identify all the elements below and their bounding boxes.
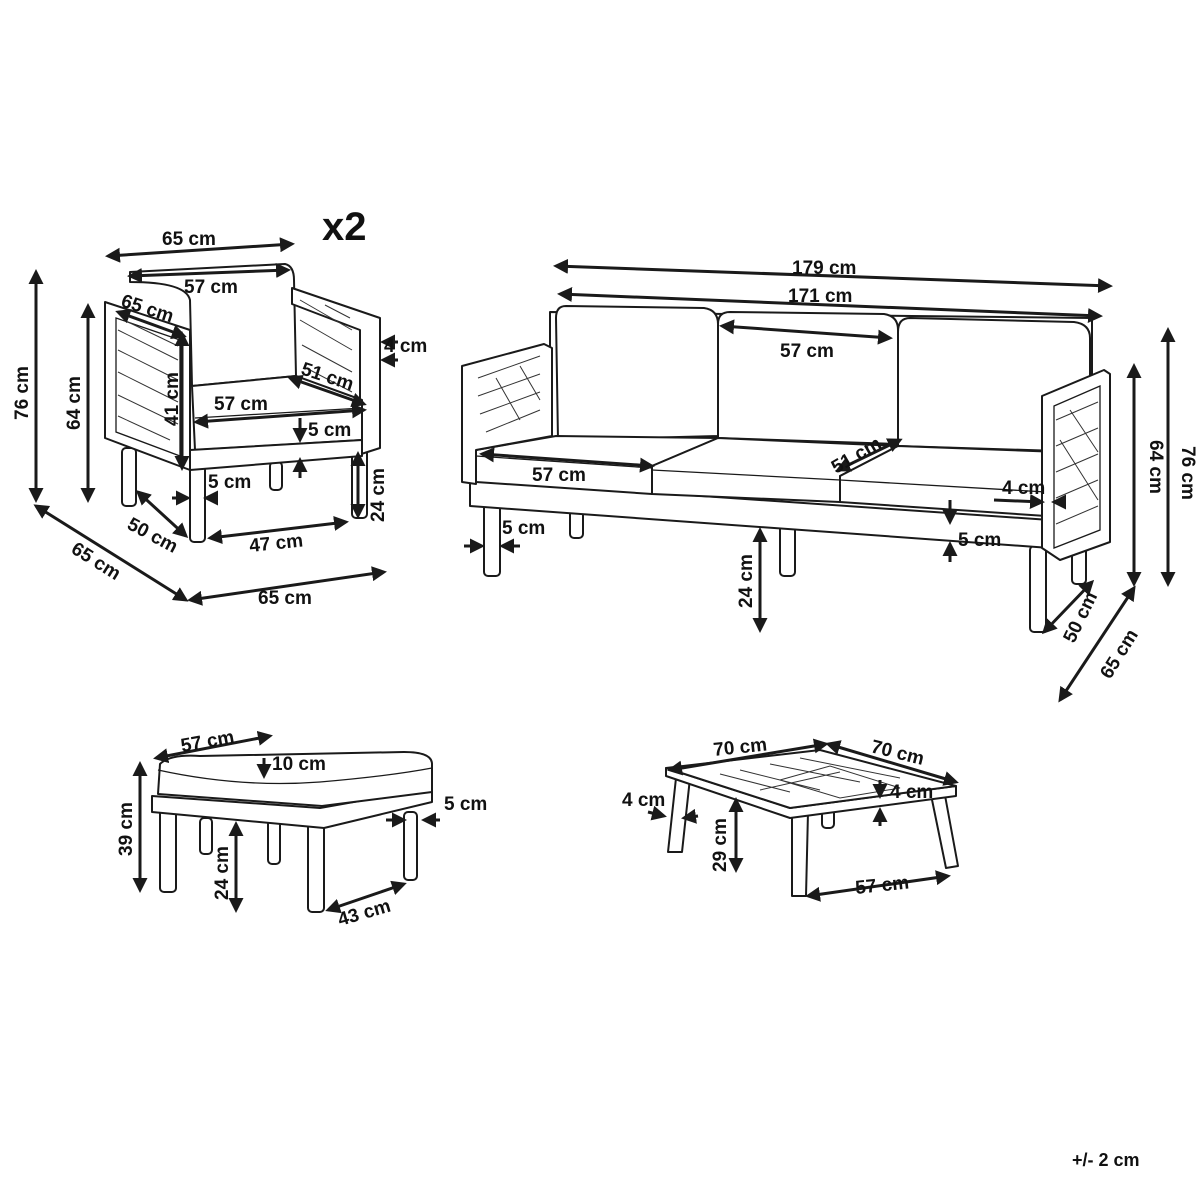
armchair-seat-width-label: 57 cm <box>214 394 268 415</box>
table-height-label: 29 cm <box>710 818 731 872</box>
armchair-armrest-thickness-label: 4 cm <box>384 336 427 357</box>
armchair-leg-thickness-label: 5 cm <box>208 472 251 493</box>
armchair-leg-height-label: 24 cm <box>368 468 389 522</box>
sofa-leg-middle <box>779 523 796 577</box>
ottoman-width-label: 57 cm <box>179 727 236 757</box>
sofa-armrest-height-label: 64 cm <box>1145 440 1166 494</box>
armchair-cushion-thickness-label: 5 cm <box>308 420 351 441</box>
ottoman-cushion-height-label: 10 cm <box>272 754 326 775</box>
armchair-drawing <box>104 263 381 543</box>
table-leg-span-label: 57 cm <box>854 872 910 899</box>
sofa-dimensions <box>464 258 1176 703</box>
ottoman-leg-span-label: 43 cm <box>336 896 394 931</box>
sofa-back-cushion-left <box>555 305 719 441</box>
table-dimensions <box>647 738 959 902</box>
ottoman-leg-back-far <box>403 811 418 881</box>
armchair-base-depth-label: 65 cm <box>67 538 124 584</box>
armchair-leg-depth-span-label: 50 cm <box>124 514 181 558</box>
table-top-thickness-left-label: 4 cm <box>622 790 665 811</box>
ottoman-leg-back-right <box>267 817 281 865</box>
table-leg-front-left <box>667 777 691 853</box>
ottoman-leg-height-label: 24 cm <box>212 846 233 900</box>
sofa-seat-cushion-width-label: 57 cm <box>532 465 586 486</box>
ottoman-dimensions <box>132 730 440 914</box>
ottoman-total-height-label: 39 cm <box>116 802 137 856</box>
sofa-leg-depth-span-label: 50 cm <box>1060 589 1102 647</box>
armchair-seat-back-height-label: 41 cm <box>162 372 183 426</box>
sofa-back-cushion-width-label: 57 cm <box>780 341 834 362</box>
armchair-width-top-label: 65 cm <box>162 229 216 250</box>
ottoman-frame <box>151 787 433 829</box>
armchair-leg-front-right <box>189 465 206 543</box>
armchair-dimensions <box>28 237 398 606</box>
armchair-leg-width-span-label: 47 cm <box>248 530 304 557</box>
ottoman-leg-back-left <box>199 817 213 855</box>
sofa-left-armrest <box>461 343 553 485</box>
ottoman-leg-front-right <box>307 817 325 913</box>
table-leg-right <box>929 789 959 869</box>
ottoman-frame-thickness-label: 5 cm <box>444 794 487 815</box>
sofa-armrest-thickness-label: 4 cm <box>1002 478 1045 499</box>
tolerance-note: +/- 2 cm <box>1072 1150 1140 1170</box>
table-leg-front <box>791 811 809 897</box>
armchair-base-width-label: 65 cm <box>258 588 312 609</box>
sofa-leg-height-label: 24 cm <box>736 554 757 608</box>
sofa-inner-width-label: 171 cm <box>788 286 852 307</box>
table-top-thickness-right-label: 4 cm <box>890 782 933 803</box>
sofa-cushion-thickness-label: 5 cm <box>958 530 1001 551</box>
armchair-backrest-width-label: 57 cm <box>184 277 238 298</box>
ottoman-leg-front-left <box>159 805 177 893</box>
sofa-leg-front-right <box>1029 545 1047 633</box>
armchair-armrest-height-label: 64 cm <box>64 376 85 430</box>
armchair-leg-front-left <box>121 447 137 507</box>
sofa-leg-thickness-label: 5 cm <box>502 518 545 539</box>
sofa-leg-front-left <box>483 499 501 577</box>
sofa-overall-width-label: 179 cm <box>792 258 856 279</box>
armchair-total-height-label: 76 cm <box>12 366 33 420</box>
armchair-leg-back-mid <box>269 461 283 491</box>
sofa-total-height-label: 76 cm <box>1177 446 1198 500</box>
quantity-mark: x2 <box>322 205 367 249</box>
